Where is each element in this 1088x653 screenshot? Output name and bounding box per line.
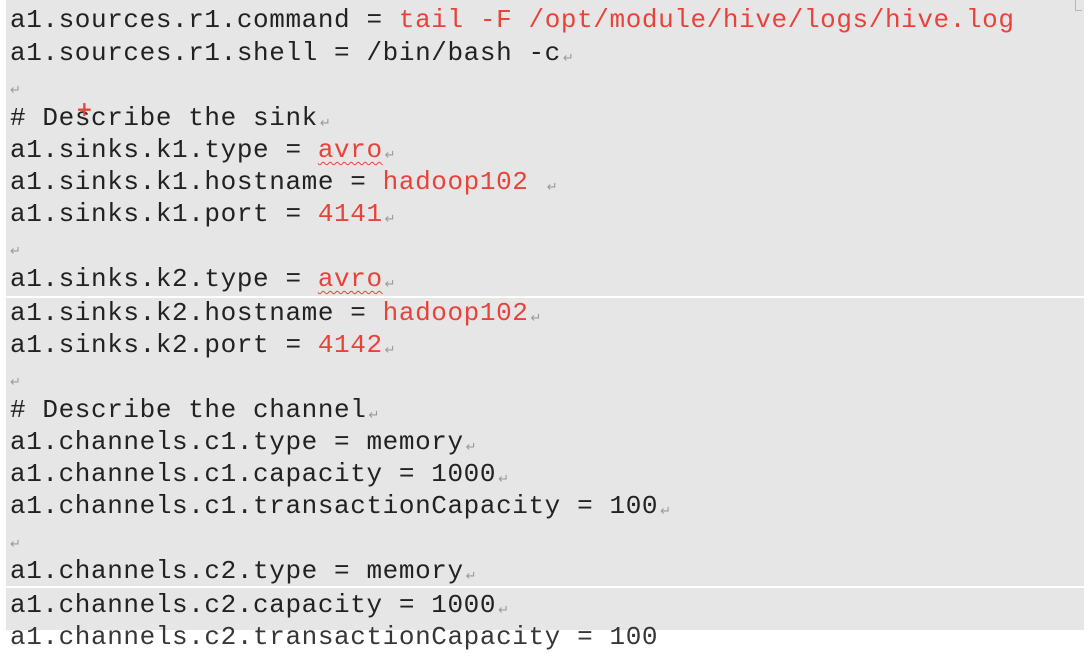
code-line-k2-port: a1.sinks.k2.port = 4142↵ xyxy=(10,329,396,367)
line-text: a1.sinks.k2.port = xyxy=(10,330,318,360)
line-text: a1.channels.c2.capacity = 1000 xyxy=(10,590,497,620)
code-line-sources-shell: a1.sources.r1.shell = /bin/bash -c↵ xyxy=(10,37,574,75)
code-line-k2-type: a1.sinks.k2.type = avro↵ xyxy=(10,263,396,301)
code-line-c1-type: a1.channels.c1.type = memory↵ xyxy=(10,426,477,464)
port-value: 4142 xyxy=(317,330,383,360)
document-page: a1.sources.r1.command = tail -F /opt/mod… xyxy=(6,0,1084,652)
comment-text: # Describe the channel xyxy=(10,395,367,425)
code-line-k1-port: a1.sinks.k1.port = 4141↵ xyxy=(10,198,396,236)
empty-line: ↵ xyxy=(10,361,22,399)
code-line-c2-capacity: a1.channels.c2.capacity = 1000↵ xyxy=(10,589,510,627)
empty-line: ↵ xyxy=(10,230,22,268)
command-value: tail -F /opt/module/hive/logs/hive.log xyxy=(398,5,1015,35)
code-block-sink-k2-channels: a1.sinks.k2.hostname = hadoop102↵ a1.sin… xyxy=(6,298,1084,586)
code-line-c2-type: a1.channels.c2.type = memory↵ xyxy=(10,555,477,593)
code-line-k1-hostname: a1.sinks.k1.hostname = hadoop102 ↵ xyxy=(10,166,558,204)
paragraph-mark-icon: ↵ xyxy=(660,504,672,519)
type-value: avro xyxy=(317,264,383,294)
line-text: a1.sources.r1.command = xyxy=(10,5,399,35)
line-text: a1.sinks.k1.type = xyxy=(10,135,318,165)
code-block-channel-c2: a1.channels.c2.capacity = 1000↵ a1.chann… xyxy=(6,588,1084,652)
corner-marker xyxy=(1075,0,1082,11)
paragraph-mark-icon: ↵ xyxy=(546,180,559,195)
code-line-k1-type: a1.sinks.k1.type = avro↵ xyxy=(10,134,396,172)
comment-describe-channel: # Describe the channel↵ xyxy=(10,394,380,432)
empty-line: ↵ xyxy=(10,523,22,561)
code-line-c1-transaction-capacity: a1.channels.c1.transactionCapacity = 100… xyxy=(10,490,672,528)
code-line-k2-hostname: a1.sinks.k2.hostname = hadoop102↵ xyxy=(10,297,542,335)
code-line-sources-command: a1.sources.r1.command = tail -F /opt/mod… xyxy=(10,4,1015,36)
empty-line: ↵ xyxy=(10,69,22,107)
line-text: a1.channels.c1.capacity = 1000 xyxy=(10,459,497,489)
paragraph-mark-icon: ↵ xyxy=(10,244,22,259)
paragraph-mark-icon: ↵ xyxy=(384,343,397,358)
paragraph-mark-icon: ↵ xyxy=(319,116,332,131)
line-text: a1.sinks.k2.type = xyxy=(10,264,318,294)
code-line-c1-capacity: a1.channels.c1.capacity = 1000↵ xyxy=(10,458,510,496)
line-text: a1.channels.c2.transactionCapacity = 100 xyxy=(10,622,659,652)
paragraph-mark-icon: ↵ xyxy=(384,277,397,292)
paragraph-mark-icon: ↵ xyxy=(384,148,397,163)
line-text: a1.channels.c1.transactionCapacity = 100 xyxy=(10,491,659,521)
code-block-sources-sink-k1: a1.sources.r1.command = tail -F /opt/mod… xyxy=(6,0,1084,296)
paragraph-mark-icon: ↵ xyxy=(530,311,542,326)
paragraph-mark-icon: ↵ xyxy=(368,408,380,423)
paragraph-mark-icon: ↵ xyxy=(465,569,478,584)
line-text: a1.sinks.k1.hostname = xyxy=(10,167,383,197)
line-text: a1.channels.c2.type = memory xyxy=(10,556,464,586)
line-text: a1.channels.c1.type = memory xyxy=(10,427,464,457)
line-text: a1.sinks.k2.hostname = xyxy=(10,298,383,328)
hostname-value: hadoop102 xyxy=(382,298,529,328)
line-text: a1.sources.r1.shell = /bin/bash -c xyxy=(10,38,561,68)
type-value: avro xyxy=(317,135,383,165)
paragraph-mark-icon: ↵ xyxy=(10,83,22,98)
paragraph-mark-icon: ↵ xyxy=(498,472,510,487)
port-value: 4141 xyxy=(317,199,383,229)
code-line-c2-transaction-capacity: a1.channels.c2.transactionCapacity = 100 xyxy=(10,621,658,653)
comment-text-part-1: # De xyxy=(10,103,75,133)
comment-describe-sink: # Describe the sink↵ xyxy=(10,102,331,140)
paragraph-mark-icon: ↵ xyxy=(10,537,22,552)
hostname-value: hadoop102 xyxy=(382,167,529,197)
paragraph-mark-icon: ↵ xyxy=(384,212,397,227)
paragraph-mark-icon: ↵ xyxy=(498,603,510,618)
paragraph-mark-icon: ↵ xyxy=(465,440,478,455)
line-text: a1.sinks.k1.port = xyxy=(10,199,318,229)
comment-text-part-2: scribe the sink xyxy=(74,103,318,133)
paragraph-mark-icon: ↵ xyxy=(562,51,575,66)
cursor-cross-icon: + xyxy=(76,97,93,121)
paragraph-mark-icon: ↵ xyxy=(10,375,22,390)
